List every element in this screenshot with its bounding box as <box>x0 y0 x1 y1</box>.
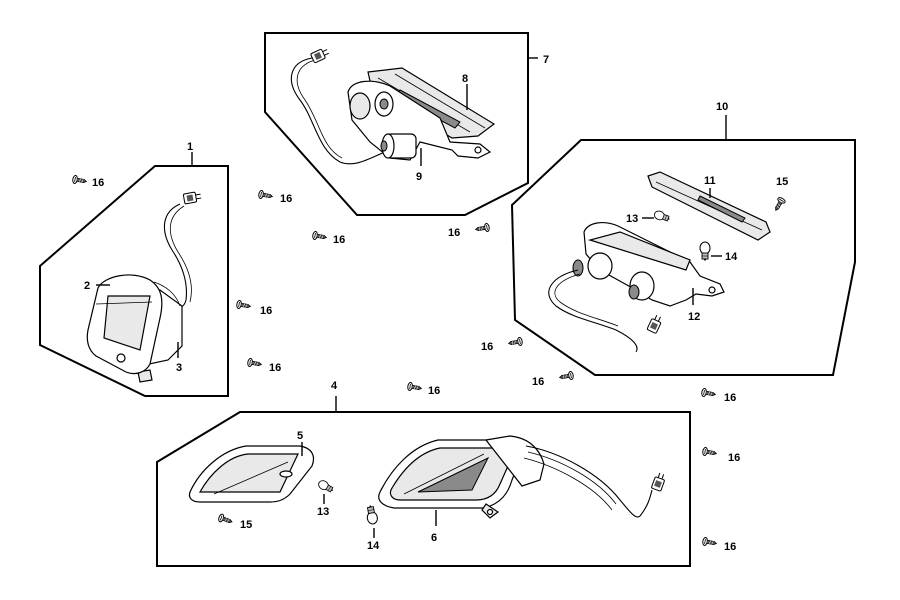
part-4-assembly <box>188 435 667 519</box>
svg-text:9: 9 <box>416 171 422 183</box>
screw-icon <box>71 174 88 186</box>
svg-text:6: 6 <box>431 532 437 544</box>
svg-text:13: 13 <box>626 213 638 225</box>
screw-icon <box>558 370 575 382</box>
group-1-frame <box>39 152 229 397</box>
group-7-frame <box>264 32 538 216</box>
callout-4: 4 <box>331 380 338 392</box>
bulb-icon <box>364 503 379 526</box>
screw-icon <box>311 230 328 242</box>
svg-text:14: 14 <box>725 251 738 263</box>
group-10-frame <box>510 115 856 376</box>
screw-icon <box>700 387 717 399</box>
svg-text:16: 16 <box>724 541 736 553</box>
svg-text:16: 16 <box>269 362 281 374</box>
svg-text:14: 14 <box>367 540 380 552</box>
callout-14-right: 14 <box>711 251 738 263</box>
callout-11: 11 <box>704 175 716 198</box>
callout-5: 5 <box>297 430 303 456</box>
callout-9: 9 <box>416 148 422 183</box>
connector-icon <box>646 313 664 335</box>
screw-icon <box>246 357 263 369</box>
screw-icon <box>257 189 274 201</box>
callout-3: 3 <box>176 342 182 374</box>
part-1-assembly <box>86 190 203 383</box>
callout-14-bottom: 14 <box>367 528 380 552</box>
svg-text:16: 16 <box>280 193 292 205</box>
part-10-assembly <box>548 171 771 353</box>
callout-10: 10 <box>716 101 728 113</box>
svg-text:16: 16 <box>728 452 740 464</box>
screw-16-b: 16 <box>257 189 292 205</box>
callout-6: 6 <box>431 510 437 544</box>
bulb-icon <box>699 241 711 262</box>
screw-icon <box>217 512 234 527</box>
svg-text:2: 2 <box>84 280 90 292</box>
screw-16-f: 16 <box>246 357 281 374</box>
svg-text:16: 16 <box>724 392 736 404</box>
callout-15-right: 15 <box>776 176 788 188</box>
screw-icon <box>771 195 787 213</box>
group-4-frame <box>156 396 691 567</box>
svg-text:12: 12 <box>688 311 700 323</box>
callout-13-bottom: 13 <box>317 494 329 518</box>
screw-icon <box>235 299 252 311</box>
screw-16-c: 16 <box>311 230 345 246</box>
screw-16-d: 16 <box>448 222 491 239</box>
screw-icon <box>701 446 718 458</box>
connector-icon <box>650 471 667 492</box>
callout-13-right: 13 <box>626 213 654 225</box>
screw-16-i: 16 <box>406 381 440 397</box>
svg-text:8: 8 <box>462 73 468 85</box>
svg-text:5: 5 <box>297 430 303 442</box>
svg-text:16: 16 <box>428 385 440 397</box>
callout-1: 1 <box>187 141 193 153</box>
svg-text:16: 16 <box>481 341 493 353</box>
svg-text:16: 16 <box>448 227 460 239</box>
connector-icon <box>309 46 331 64</box>
screw-icon <box>507 336 524 348</box>
svg-text:13: 13 <box>317 506 329 518</box>
callout-2: 2 <box>84 280 110 292</box>
callout-8: 8 <box>462 73 468 110</box>
screw-icon <box>474 222 491 234</box>
callout-15-bottom: 15 <box>240 519 252 531</box>
screw-16-l: 16 <box>701 536 736 553</box>
part-7-assembly <box>291 46 496 165</box>
bulb-icon <box>652 209 672 224</box>
screw-16-j: 16 <box>700 387 736 404</box>
svg-text:11: 11 <box>704 175 716 187</box>
svg-text:3: 3 <box>176 362 182 374</box>
svg-text:16: 16 <box>92 177 104 189</box>
svg-text:16: 16 <box>260 305 272 317</box>
screw-16-h: 16 <box>532 370 575 388</box>
screw-16-e: 16 <box>235 299 272 317</box>
screw-16-g: 16 <box>481 336 524 353</box>
screw-icon <box>406 381 423 393</box>
connector-icon <box>182 190 203 205</box>
screw-icon <box>701 536 718 548</box>
bulb-icon <box>316 478 336 495</box>
screw-16-k: 16 <box>701 446 740 464</box>
screw-16-a: 16 <box>71 174 104 189</box>
svg-text:16: 16 <box>532 376 544 388</box>
svg-text:16: 16 <box>333 234 345 246</box>
callout-7: 7 <box>543 54 549 66</box>
callout-12: 12 <box>688 288 700 323</box>
